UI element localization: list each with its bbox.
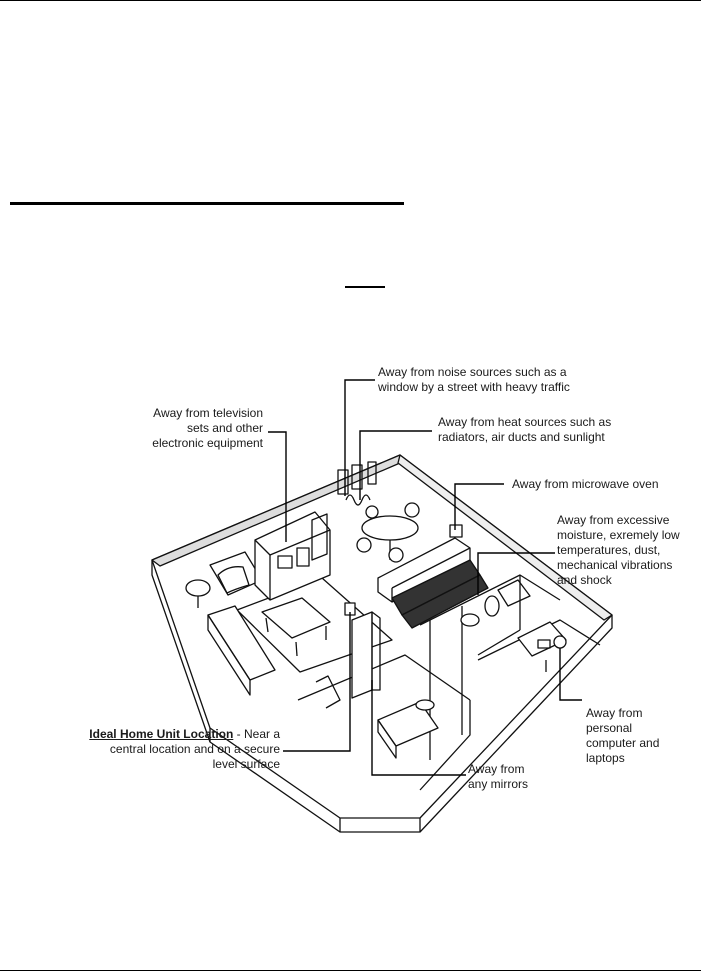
- moisture-callout-line3: temperatures, dust,: [557, 543, 661, 557]
- dining-set: [356, 502, 420, 563]
- ideal-location-line3: level surface: [212, 757, 280, 771]
- moisture-callout-line4: mechanical vibrations: [557, 558, 673, 572]
- microwave-callout: Away from microwave oven: [512, 477, 659, 492]
- noise-callout-line1: Away from noise sources such as a: [378, 365, 567, 379]
- computer-callout-line2: personal: [586, 721, 633, 735]
- moisture-callout-line5: and shock: [557, 573, 612, 587]
- heat-callout-line1: Away from heat sources such as: [438, 415, 612, 429]
- page-bottom-rule: [0, 970, 701, 971]
- bathroom: [460, 579, 531, 627]
- mirrors-callout-line2: any mirrors: [468, 777, 529, 791]
- heat-callout: Away from heat sources such as radiators…: [438, 415, 611, 445]
- home-unit: [344, 602, 381, 699]
- computer-callout: Away from personal computer and laptops: [586, 706, 659, 766]
- living-room: [185, 551, 393, 696]
- moisture-callout: Away from excessive moisture, exremely l…: [557, 513, 680, 588]
- section-heading-rule: [10, 202, 404, 205]
- noise-callout: Away from noise sources such as a window…: [378, 365, 570, 395]
- ideal-location-title: Ideal Home Unit Location: [89, 727, 234, 741]
- mirrors-callout-line1: Away from: [468, 762, 525, 776]
- tv-callout-line2: sets and other: [186, 421, 263, 435]
- noise-callout-line2: window by a street with heavy traffic: [378, 380, 570, 394]
- kitchen: [377, 524, 489, 629]
- entry: [315, 675, 341, 709]
- ideal-location-line1: Ideal Home Unit Location - Near a: [40, 727, 280, 742]
- radiator: [337, 461, 377, 506]
- underline-mark: [345, 286, 385, 288]
- heat-callout-line2: radiators, air ducts and sunlight: [438, 430, 605, 444]
- computer-callout-line4: laptops: [586, 751, 625, 765]
- bedroom: [377, 699, 439, 759]
- computer-callout-line3: computer and: [586, 736, 660, 750]
- tv-callout-line1: Away from television: [153, 406, 263, 420]
- ideal-location-callout: Ideal Home Unit Location - Near a centra…: [40, 727, 280, 772]
- tv-callout-line3: electronic equipment: [152, 436, 263, 450]
- tv-cabinet: [254, 511, 331, 601]
- interior-walls: [297, 574, 601, 791]
- moisture-callout-line2: moisture, exremely low: [557, 528, 680, 542]
- computer-callout-line1: Away from: [586, 706, 643, 720]
- leader-lines: [268, 379, 582, 776]
- mirrors-callout: Away from any mirrors: [468, 762, 528, 792]
- page-top-rule: [0, 0, 701, 1]
- moisture-callout-line1: Away from excessive: [557, 513, 670, 527]
- microwave-callout-line1: Away from microwave oven: [512, 477, 659, 491]
- ideal-location-line2: central location and on a secure: [109, 742, 280, 756]
- ideal-location-near: - Near a: [233, 727, 280, 741]
- tv-callout: Away from television sets and other elec…: [128, 406, 263, 451]
- office: [517, 621, 567, 672]
